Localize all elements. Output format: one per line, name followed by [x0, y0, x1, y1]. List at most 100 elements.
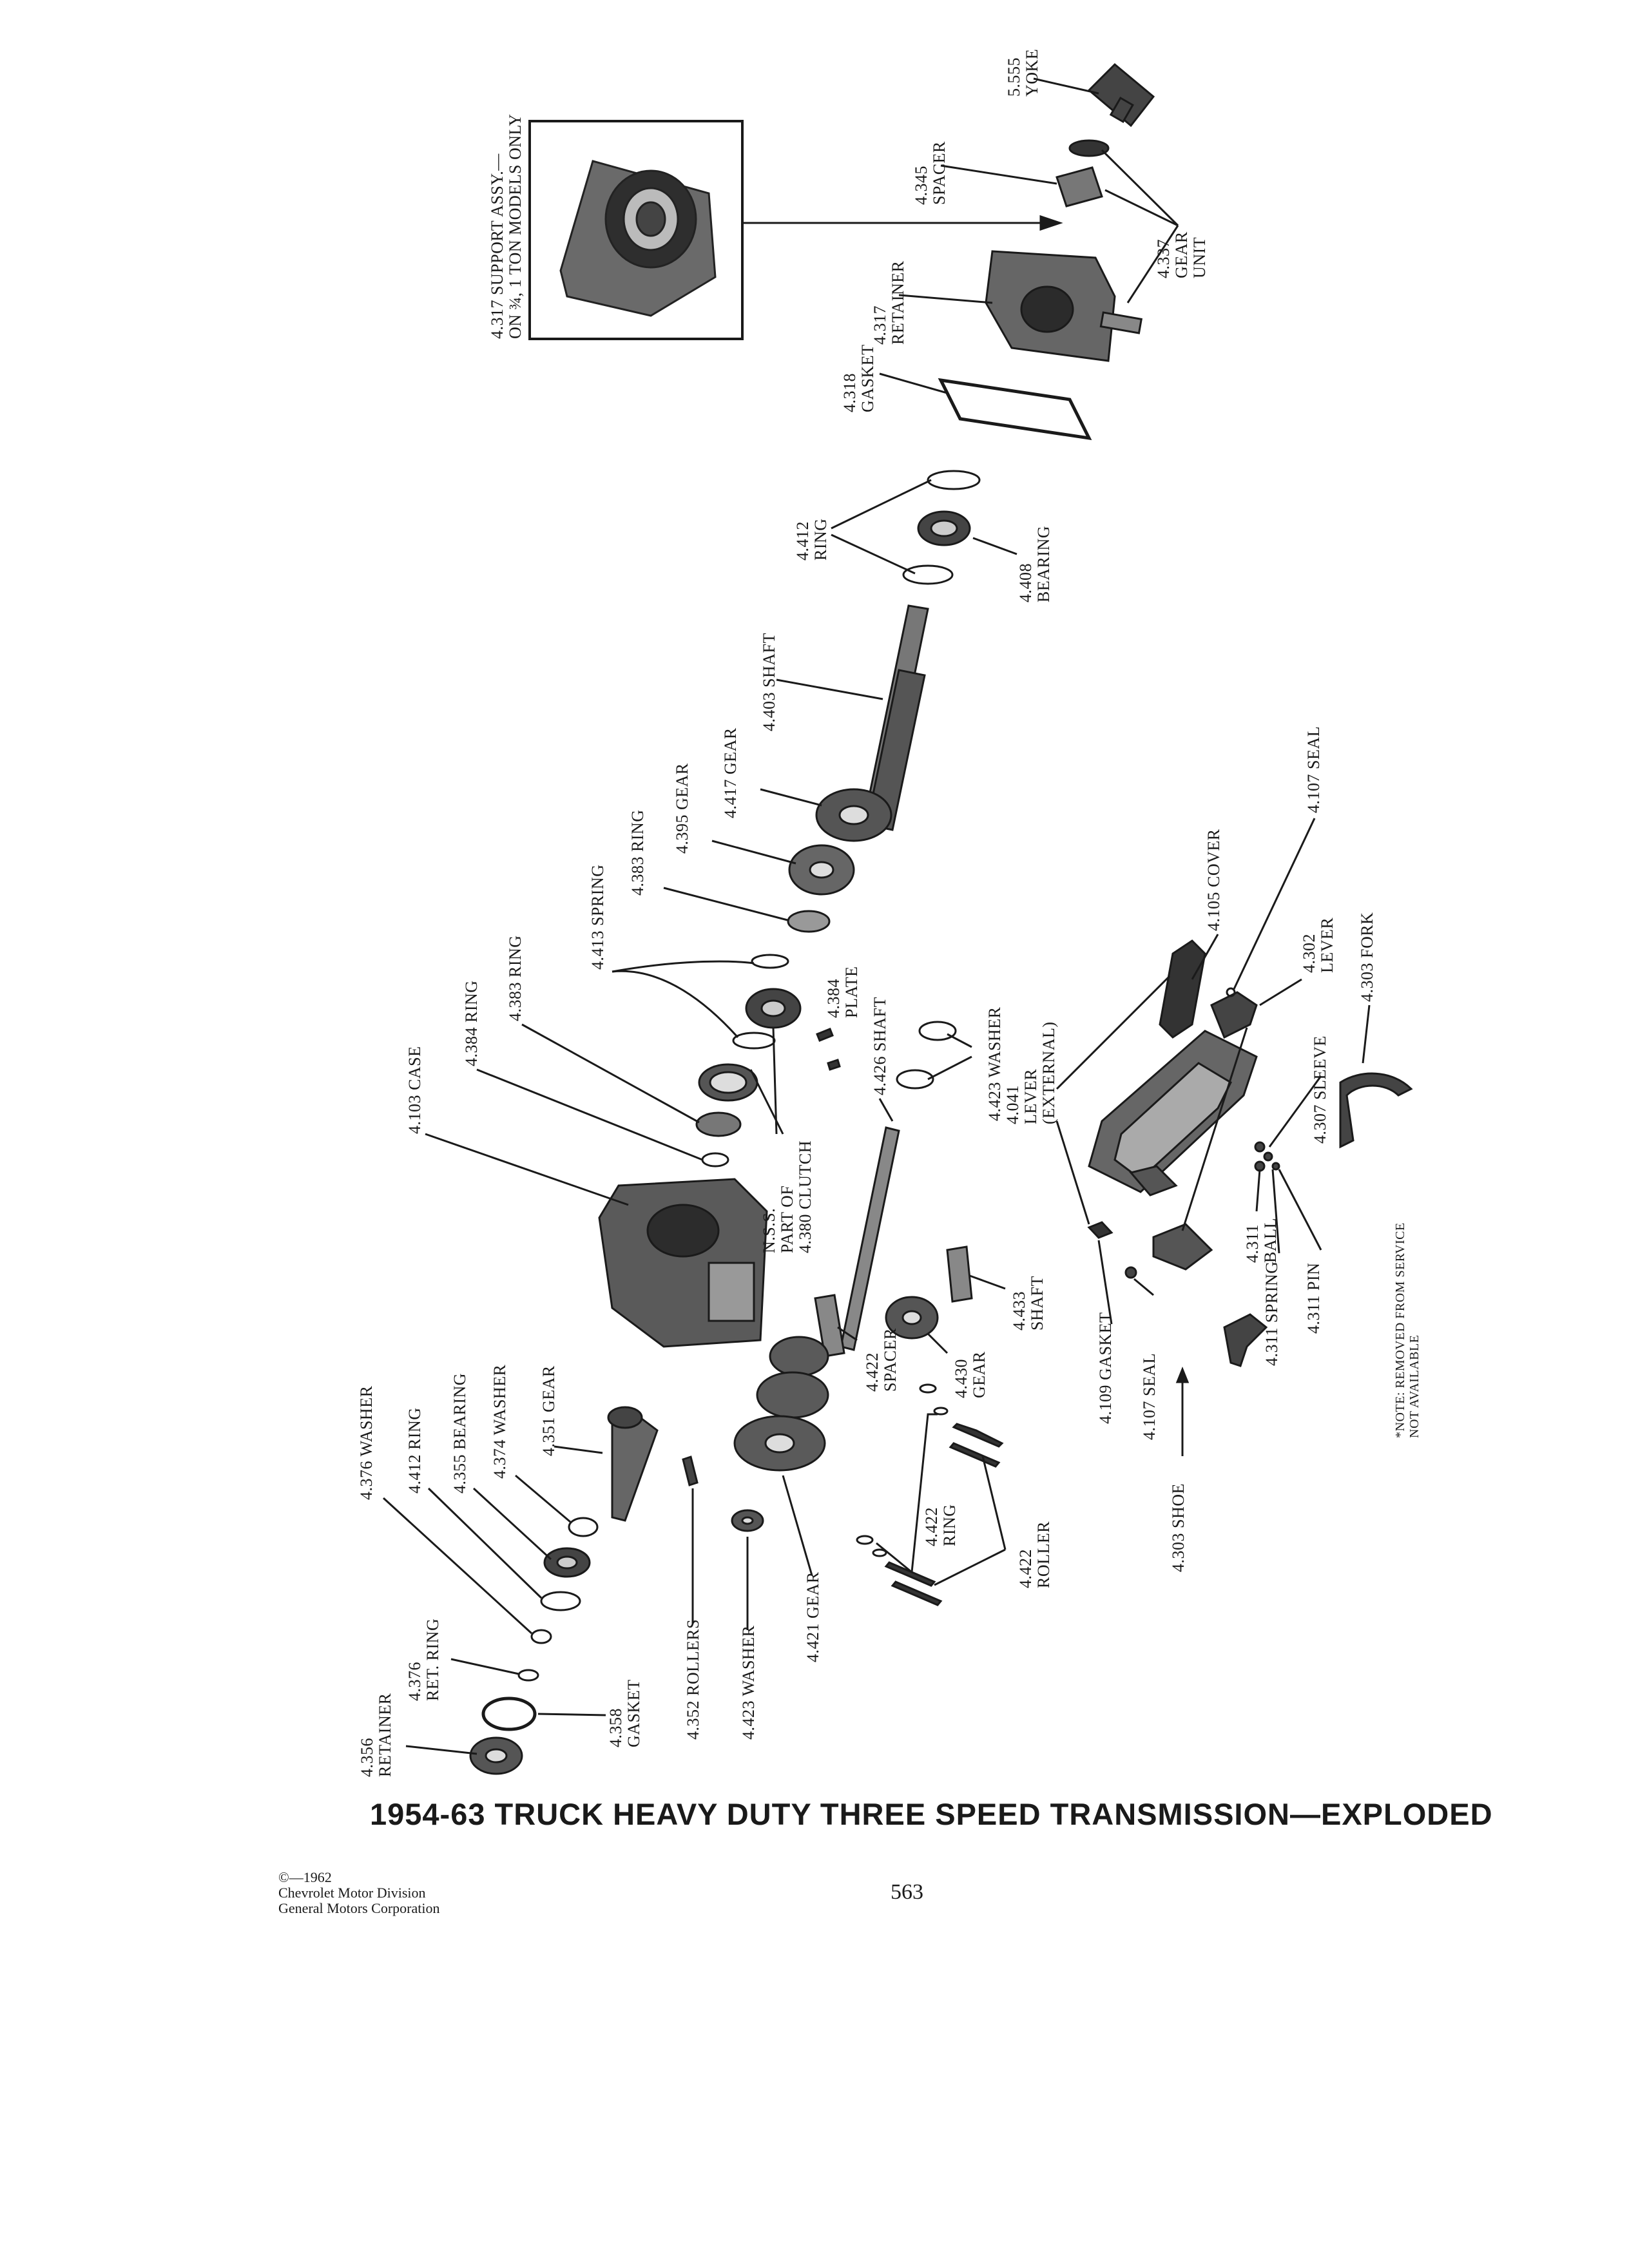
- label-line: 4.307 SLEEVE: [1311, 1035, 1329, 1144]
- ring-4383-b-part: [695, 1111, 742, 1137]
- label-ret-ring-4376: 4.376 RET. RING: [405, 1618, 442, 1701]
- label-spacer-4345: 4.345 SPACER: [912, 141, 949, 205]
- label-gear-4395: 4.395 GEAR: [673, 763, 691, 854]
- ring-4384-part: [701, 1152, 729, 1168]
- gasket-plate-part: [1159, 939, 1206, 1039]
- label-gear-unit: 4.337 GEAR UNIT: [1154, 231, 1209, 278]
- label-line: 4.422: [922, 1507, 941, 1546]
- ring-4383-part: [787, 910, 831, 933]
- label-line: 4.421 GEAR: [804, 1571, 822, 1662]
- copyright-line: ©—1962: [278, 1869, 332, 1885]
- label-line: 4.423 WASHER: [739, 1625, 758, 1740]
- label-pin-4311: 4.311 PIN: [1304, 1263, 1323, 1334]
- label-ring-4384: 4.384 RING: [462, 980, 481, 1066]
- label-retainer-4317: 4.317 RETAINER: [871, 261, 907, 345]
- label-line: 4.374 WASHER: [490, 1364, 509, 1479]
- label-line: YOKE: [1023, 48, 1041, 97]
- spacer-ring-part: [1068, 139, 1110, 157]
- label-plate-4384: 4.384 PLATE: [824, 966, 861, 1019]
- case-4103-part: [598, 1178, 768, 1348]
- label-line: RET. RING: [423, 1618, 442, 1701]
- lever-4302-part: [1210, 991, 1258, 1039]
- roller-4422-parts: [884, 1423, 1004, 1606]
- label-line: PART OF: [778, 1185, 796, 1253]
- copyright-line: Chevrolet Motor Division: [278, 1885, 426, 1901]
- gear-4417-part: [815, 788, 892, 842]
- shaft-4403-part: [865, 604, 929, 831]
- gasket-4358-part: [481, 1696, 537, 1731]
- label-ball-4311: 4.311 BALL: [1243, 1218, 1280, 1263]
- label-line: 4.105 COVER: [1204, 829, 1223, 931]
- label-seal-4107-top: 4.107 SEAL: [1304, 726, 1323, 813]
- label-line: 4.311 SPRING: [1262, 1261, 1281, 1366]
- label-seal-4107: 4.107 SEAL: [1140, 1353, 1159, 1440]
- label-line: GASKET: [624, 1679, 643, 1747]
- inset-label-line: ON ¾, 1 TON MODELS ONLY: [506, 113, 525, 339]
- retainer-4356-part: [469, 1736, 523, 1775]
- label-line: LEVER: [1318, 917, 1336, 973]
- label-line: 4.302: [1300, 934, 1318, 973]
- ring-4422-part: [919, 1383, 937, 1394]
- lever-lower-part: [1152, 1223, 1213, 1271]
- label-spacer-4422: 4.422 SPACER: [863, 1328, 900, 1392]
- label-bearing-4355: 4.355 BEARING: [450, 1373, 469, 1494]
- gear-4351-part: [607, 1406, 659, 1522]
- gasket-4109-part: [1087, 1221, 1113, 1239]
- label-line: GEAR: [1172, 231, 1191, 278]
- label-line: 4.408: [1016, 563, 1035, 602]
- label-gear-4421: 4.421 GEAR: [804, 1571, 822, 1662]
- label-line: 4.422: [1016, 1549, 1035, 1588]
- label-line: RETAINER: [889, 260, 907, 345]
- page-number: 563: [891, 1880, 923, 1904]
- label-bearing-4408: 4.408 BEARING: [1016, 526, 1053, 602]
- gear-4421-part: [733, 1336, 829, 1472]
- label-line: RING: [940, 1504, 959, 1546]
- label-line: 4.107 SEAL: [1304, 726, 1323, 813]
- washer-4423-b-part: [896, 1069, 934, 1090]
- label-line: RING: [811, 518, 830, 561]
- label-line: SHAFT: [1028, 1276, 1046, 1331]
- clutch-part: [745, 988, 802, 1029]
- seal-4107-part: [1226, 987, 1236, 997]
- label-line: 4.103 CASE: [405, 1046, 424, 1134]
- label-line: 4.376 WASHER: [357, 1385, 376, 1500]
- label-line: 4.303 SHOE: [1169, 1483, 1188, 1572]
- seal-4107-b-part: [1124, 1266, 1137, 1279]
- note-line: *NOTE: REMOVED FROM SERVICE: [1393, 1222, 1407, 1438]
- label-line: ROLLER: [1034, 1521, 1053, 1588]
- shaft-4433-part: [946, 1245, 973, 1303]
- label-case-4103: 4.103 CASE: [405, 1046, 424, 1134]
- ring-4412-part: [927, 470, 981, 490]
- label-ring-4412: 4.412 RING: [405, 1407, 424, 1494]
- lever-4041-part: [1129, 1165, 1178, 1196]
- label-gasket-4318: 4.318 GASKET: [840, 344, 877, 412]
- label-line: 4.109 GASKET: [1096, 1312, 1115, 1424]
- label-shaft-4433: 4.433 SHAFT: [1010, 1276, 1046, 1331]
- label-ring-4383: 4.383 RING: [506, 935, 525, 1021]
- gear-4395-part: [788, 844, 855, 896]
- label-line: 4.303 FORK: [1358, 912, 1376, 1002]
- label-line: 4.403 SHAFT: [760, 633, 778, 731]
- label-spring-4311: 4.311 SPRING: [1262, 1261, 1281, 1366]
- ring-spring-part: [751, 954, 789, 969]
- label-line: 4.413 SPRING: [588, 864, 607, 970]
- label-line: 4.317: [871, 305, 889, 345]
- label-retainer-4356: 4.356 RETAINER: [358, 1693, 394, 1777]
- label-line: 4.356: [358, 1738, 376, 1777]
- label-line: 4.358: [606, 1708, 625, 1747]
- ring-4412-part: [902, 564, 954, 585]
- label-line: 4.412 RING: [405, 1407, 424, 1494]
- label-lever-4302: 4.302 LEVER: [1300, 918, 1336, 973]
- ring-4412-b-part: [540, 1591, 581, 1611]
- label-shoe-4303: 4.303 SHOE: [1169, 1483, 1188, 1572]
- gear-4430-part: [885, 1296, 939, 1340]
- label-line: 4.351 GEAR: [539, 1365, 558, 1456]
- label-cover-4105: 4.105 COVER: [1204, 829, 1223, 931]
- washer-4423-part: [918, 1021, 957, 1041]
- label-line: BALL: [1261, 1218, 1280, 1263]
- label-line: 4.337: [1154, 239, 1173, 278]
- label-gear-4430: 4.430 GEAR: [952, 1351, 988, 1398]
- label-line: UNIT: [1190, 236, 1209, 278]
- shoe-4303-part: [1223, 1313, 1268, 1367]
- label-line: 4.376: [405, 1662, 424, 1701]
